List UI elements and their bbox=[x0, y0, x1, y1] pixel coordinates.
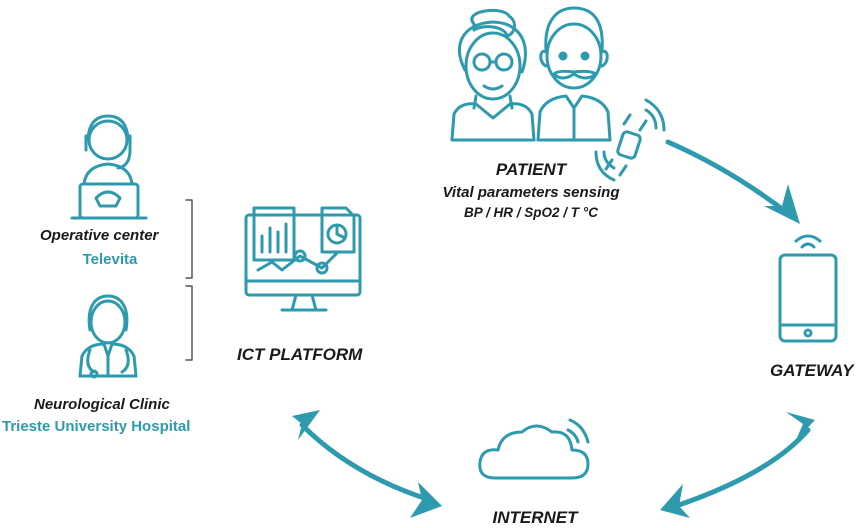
patient-to-gateway-arrowhead bbox=[764, 184, 800, 224]
elderly-man-icon bbox=[536, 6, 612, 142]
ict-platform-label: ICT PLATFORM bbox=[237, 345, 363, 364]
platform-arrowhead bbox=[292, 410, 320, 440]
internet-label: INTERNET bbox=[492, 508, 578, 527]
neurological-clinic-title: Neurological Clinic bbox=[34, 396, 170, 413]
internet-arrowhead-left bbox=[410, 482, 442, 518]
patient-title: PATIENT bbox=[495, 160, 567, 179]
operative-center-name: Televita bbox=[82, 251, 138, 268]
patient-to-gateway-arrow bbox=[665, 139, 793, 218]
doctor-icon bbox=[78, 294, 138, 379]
internet-arrowhead-right bbox=[660, 484, 690, 518]
operative-center-title: Operative center bbox=[40, 227, 159, 244]
cloud-icon bbox=[478, 418, 590, 480]
gateway-internet-arrow bbox=[673, 427, 811, 509]
vital-parameters-label: Vital parameters sensing bbox=[442, 184, 620, 201]
gateway-arrowhead bbox=[786, 412, 815, 440]
gateway-label: GATEWAY bbox=[770, 361, 854, 380]
operator-headset-icon bbox=[70, 114, 148, 220]
tablet-icon bbox=[778, 234, 838, 343]
elderly-woman-icon bbox=[450, 9, 536, 142]
smartwatch-icon bbox=[594, 98, 666, 182]
internet-platform-arrow bbox=[299, 422, 433, 503]
neurological-clinic-bracket bbox=[185, 285, 193, 361]
neurological-clinic-name: Trieste University Hospital bbox=[2, 418, 191, 435]
monitor-dashboard-icon bbox=[244, 206, 362, 312]
vital-parameters-list: BP / HR / SpO2 / T °C bbox=[464, 205, 598, 220]
operative-center-bracket bbox=[185, 199, 193, 279]
